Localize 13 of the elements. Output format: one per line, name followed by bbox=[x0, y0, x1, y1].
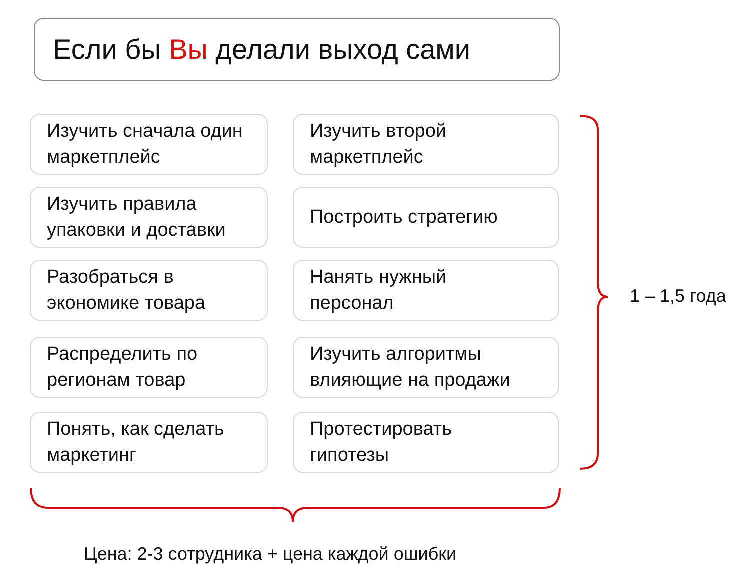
task-box: Изучить алгоритмы влияющие на продажи bbox=[293, 337, 559, 398]
task-box: Изучить правила упаковки и доставки bbox=[30, 187, 268, 248]
title-box: Если бы Вы делали выход сами bbox=[34, 18, 560, 81]
task-box: Протестировать гипотезы bbox=[293, 412, 559, 473]
duration-label: 1 – 1,5 года bbox=[630, 286, 726, 307]
task-box: Разобраться в экономике товара bbox=[30, 260, 268, 321]
price-note: Цена: 2-3 сотрудника + цена каждой ошибки bbox=[84, 544, 457, 565]
task-box: Распределить по регионам товар bbox=[30, 337, 268, 398]
task-box: Нанять нужный персонал bbox=[293, 260, 559, 321]
task-box: Изучить сначала один маркетплейс bbox=[30, 114, 268, 175]
task-box: Изучить второй маркетплейс bbox=[293, 114, 559, 175]
task-box: Построить стратегию bbox=[293, 187, 559, 248]
task-box: Понять, как сделать маркетинг bbox=[30, 412, 268, 473]
